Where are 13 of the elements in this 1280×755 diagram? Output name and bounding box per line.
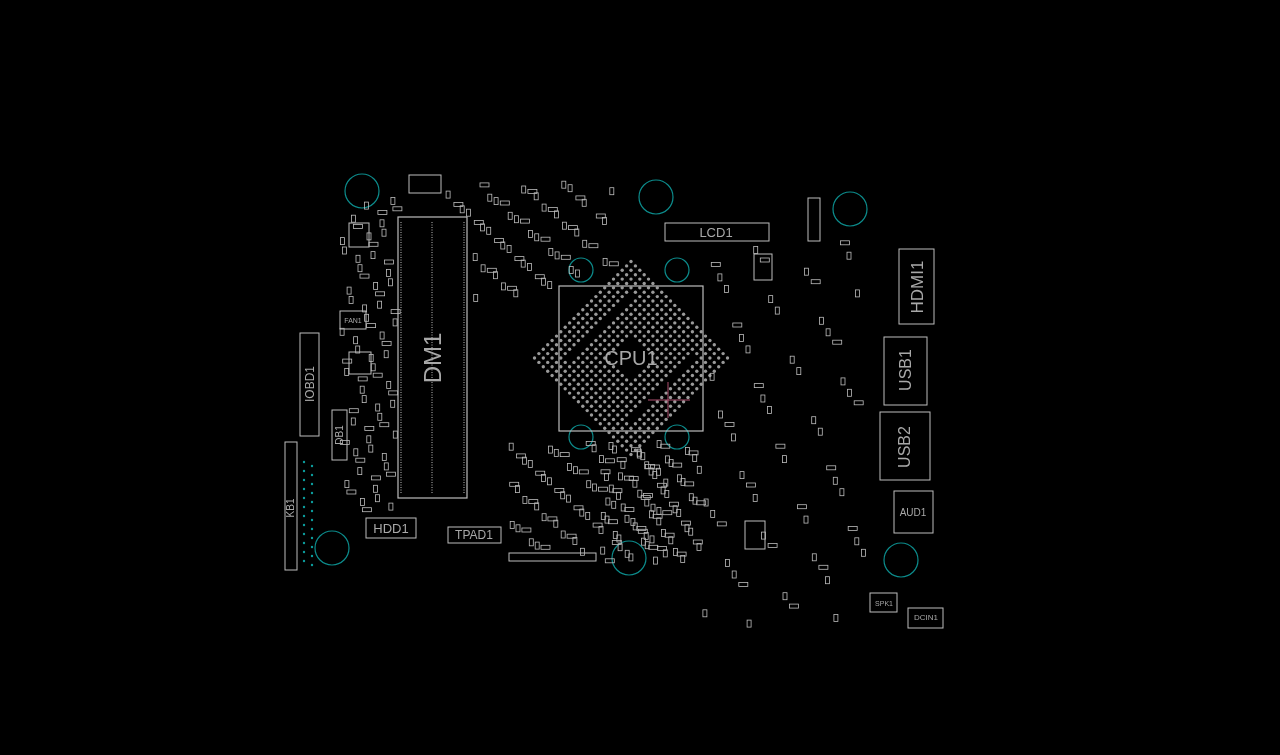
part-label: DCIN1: [914, 614, 938, 622]
part-label: CPU1: [604, 348, 658, 368]
part-label: DM1: [421, 332, 445, 384]
part-label: KB1: [286, 498, 296, 518]
part-label: HDMI1: [908, 260, 926, 314]
part-label: USB1: [898, 349, 914, 391]
part-label: DB1: [335, 425, 345, 445]
part-label: USB2: [897, 426, 913, 468]
part-label: IOBD1: [304, 366, 316, 402]
part-label: HDD1: [373, 521, 409, 535]
part-label: TPAD1: [455, 529, 493, 541]
part-label: AUD1: [899, 508, 927, 518]
part-label: LCD1: [699, 225, 733, 239]
